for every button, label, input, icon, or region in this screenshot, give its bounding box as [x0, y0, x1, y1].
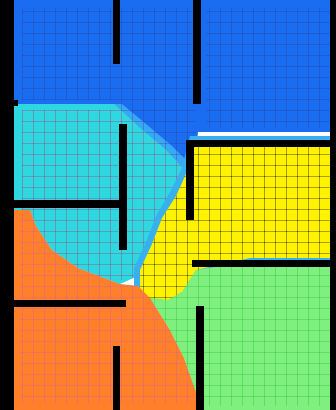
wall-top-middle — [193, 0, 201, 104]
frame-right — [330, 0, 336, 410]
wall-bottom-left-vertical — [113, 346, 120, 410]
wall-bottom-left — [14, 300, 126, 307]
wall-right-mid — [192, 260, 336, 267]
wall-right-top — [186, 140, 336, 147]
wall-bottom-right-vertical — [196, 306, 204, 410]
wall-mid-vertical — [119, 124, 127, 250]
wall-left-ledge-1 — [14, 100, 18, 106]
wall-right-vertical — [186, 140, 194, 220]
wall-mid-horizontal — [14, 200, 126, 208]
wall-top-left — [113, 0, 120, 64]
frame-left — [0, 0, 14, 410]
